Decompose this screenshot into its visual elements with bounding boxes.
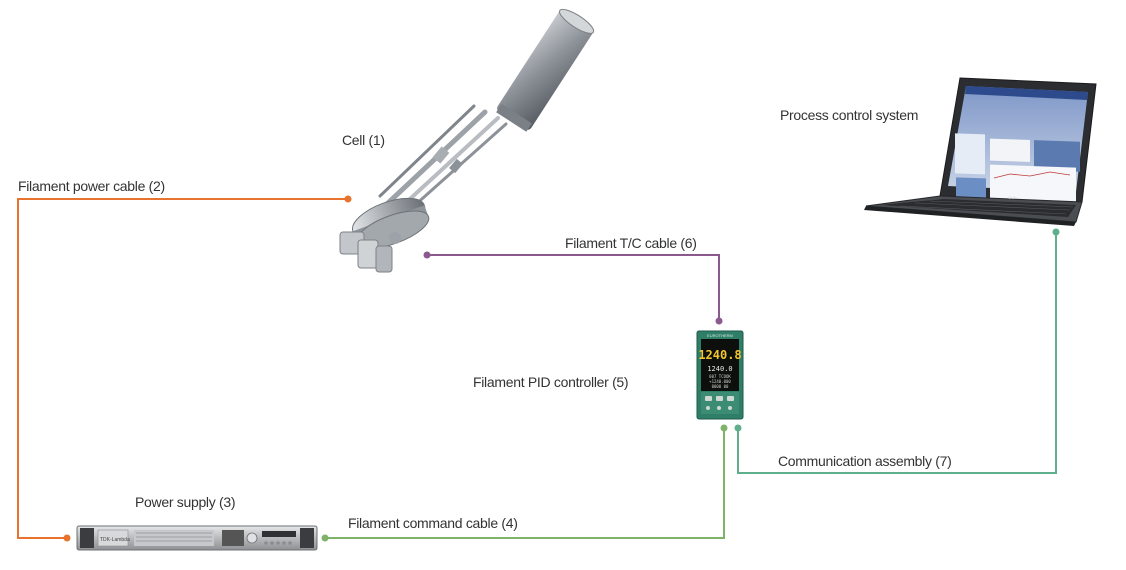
controller-line5: 0000 00 xyxy=(712,384,729,389)
label-filament-tc-cable: Filament T/C cable (6) xyxy=(565,235,697,251)
filament-tc-cable-endpoint-cell xyxy=(423,251,431,259)
controller-line4: +1240.000 xyxy=(709,379,731,384)
filament-command-cable-endpoint-controller xyxy=(720,424,728,432)
filament-power-cable xyxy=(17,198,348,539)
power-supply-brand: TDK-Lambda xyxy=(100,537,130,543)
label-process-control-system: Process control system xyxy=(780,107,919,123)
controller-line3: 007 TCOOK xyxy=(709,374,731,379)
label-filament-power-cable: Filament power cable (2) xyxy=(18,178,165,194)
controller-sp-readout: 1240.0 xyxy=(707,365,732,373)
controller-brand: EUROTHERM xyxy=(707,333,733,338)
label-filament-command-cable: Filament command cable (4) xyxy=(348,515,518,531)
label-communication-assembly: Communication assembly (7) xyxy=(778,453,952,469)
label-power-supply: Power supply (3) xyxy=(135,494,236,510)
filament-tc-cable xyxy=(427,254,720,321)
power-supply-illustration xyxy=(76,525,318,551)
filament-power-cable-endpoint-cell xyxy=(344,195,352,203)
filament-tc-cable-endpoint-controller xyxy=(715,317,723,325)
cell-illustration xyxy=(339,8,595,273)
communication-assembly-cable xyxy=(737,232,1057,474)
laptop-illustration xyxy=(864,77,1097,226)
communication-assembly-endpoint-laptop xyxy=(1052,228,1060,236)
filament-command-cable-endpoint-supply xyxy=(321,534,329,542)
filament-command-cable xyxy=(325,428,725,539)
label-cell: Cell (1) xyxy=(342,132,385,148)
label-filament-pid-controller: Filament PID controller (5) xyxy=(473,374,629,390)
pid-controller-illustration xyxy=(696,330,744,420)
laptop-brand: Dell xyxy=(1009,195,1016,200)
controller-pv-readout: 1240.8 xyxy=(698,348,741,362)
communication-assembly-endpoint-controller xyxy=(734,424,742,432)
filament-power-cable-endpoint-supply xyxy=(63,534,71,542)
